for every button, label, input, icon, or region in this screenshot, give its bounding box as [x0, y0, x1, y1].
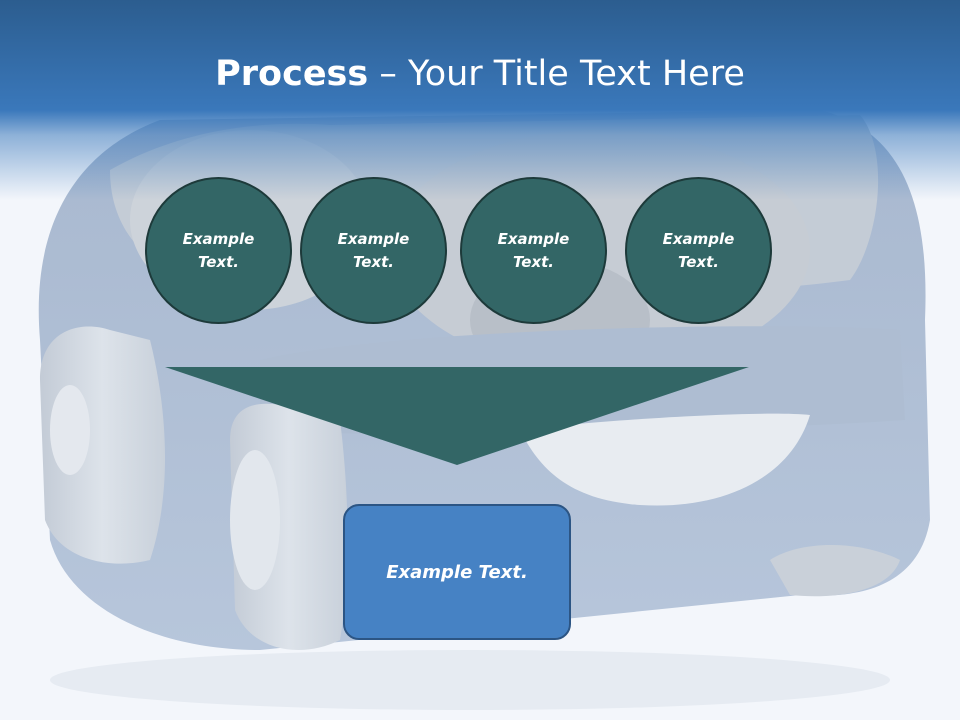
- car-hubcap-left: [50, 385, 90, 475]
- slide-title: Process – Your Title Text Here: [0, 52, 960, 96]
- process-step-2-label: Example Text.: [337, 229, 410, 271]
- process-step-2[interactable]: Example Text.: [300, 177, 447, 324]
- process-step-4[interactable]: Example Text.: [625, 177, 772, 324]
- car-tire-right: [770, 545, 900, 597]
- process-step-4-label: Example Text.: [662, 229, 735, 271]
- process-step-3-label: Example Text.: [497, 229, 570, 271]
- process-step-1-label: Example Text.: [182, 229, 255, 271]
- funnel-triangle: [165, 367, 749, 465]
- result-box[interactable]: Example Text.: [343, 504, 571, 640]
- result-label: Example Text.: [386, 561, 528, 583]
- process-step-1[interactable]: Example Text.: [145, 177, 292, 324]
- car-mouth: [520, 413, 810, 506]
- slide-title-rest: – Your Title Text Here: [368, 54, 745, 94]
- car-hubcap-front: [230, 450, 280, 590]
- slide-title-bold: Process: [215, 54, 369, 94]
- funnel-arrow: [165, 367, 749, 465]
- ground-shadow: [50, 650, 890, 710]
- title-bar: [0, 0, 960, 200]
- process-step-3[interactable]: Example Text.: [460, 177, 607, 324]
